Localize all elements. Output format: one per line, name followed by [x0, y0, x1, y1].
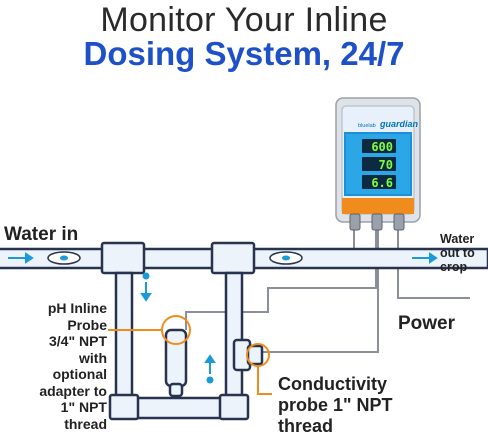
pipework	[0, 241, 488, 421]
ph-probe-body	[164, 328, 188, 388]
label-conductivity-probe: Conductivity probe 1" NPT thread	[278, 374, 393, 436]
guardian-monitor: bluelab guardian 600 70 6.6	[335, 97, 421, 231]
headline-line-1: Monitor Your Inline	[100, 1, 388, 39]
ph-probe-tip	[168, 382, 184, 398]
reading-2: 70	[379, 158, 393, 172]
flow-arrows	[8, 252, 438, 384]
elbow-bottom-left	[108, 393, 140, 421]
flow-arrow-out-icon	[429, 252, 438, 264]
flow-arrow-in-icon	[25, 252, 34, 264]
display-windows	[362, 139, 396, 189]
flow-arrow-up-icon	[204, 354, 216, 363]
elbow-bottom-right	[218, 393, 250, 421]
device-brand-name: guardian	[379, 119, 419, 129]
tee-right	[210, 241, 256, 275]
conductivity-callout-line	[257, 366, 272, 395]
device-brand-prefix: bluelab	[358, 123, 376, 129]
flow-dot-up	[206, 376, 214, 384]
device-ports	[349, 213, 405, 231]
flow-arrow-down-icon	[140, 293, 152, 302]
flow-dot-down	[142, 272, 150, 280]
pipe-window-dots	[60, 255, 290, 261]
callouts	[108, 315, 272, 395]
cable-to-conductivity-probe	[262, 228, 379, 353]
tee-left	[100, 241, 146, 275]
device-orange-band	[342, 198, 414, 214]
headline-line-2: Dosing System, 24/7	[83, 35, 405, 72]
cable-to-ph-probe	[185, 228, 377, 330]
reading-1: 600	[371, 140, 393, 154]
reading-3: 6.6	[371, 176, 393, 190]
label-water-out: Water out to crop	[440, 232, 475, 274]
label-power: Power	[398, 313, 456, 334]
label-ph-probe: pH Inline Probe 3/4" NPT with optional a…	[39, 300, 107, 432]
label-water-in: Water in	[4, 224, 79, 245]
